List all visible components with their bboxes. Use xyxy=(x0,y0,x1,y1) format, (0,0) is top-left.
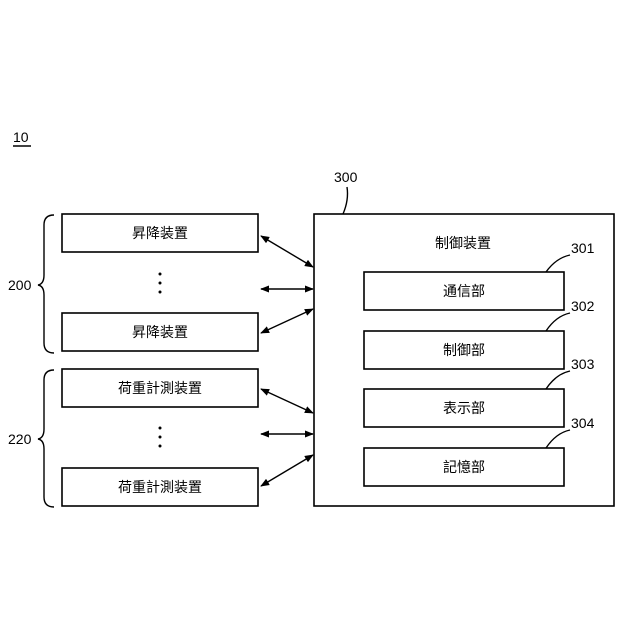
storage-unit-label: 記憶部 xyxy=(443,459,485,476)
lifting-device-top-label: 昇降装置 xyxy=(132,226,188,242)
control-unit-label: 制御部 xyxy=(443,343,485,359)
figure-number: 10 xyxy=(13,129,29,145)
load-measuring-device-top-label: 荷重計測装置 xyxy=(118,381,202,397)
ellipsis-dot xyxy=(159,282,162,285)
arrow-lifting-bottom-to-controller xyxy=(261,309,313,333)
lifting-device-bottom-label: 昇降装置 xyxy=(132,325,188,341)
display-unit-label: 表示部 xyxy=(443,401,485,417)
load-measuring-device-bottom-label: 荷重計測装置 xyxy=(118,480,202,496)
group-200-brace xyxy=(38,215,54,353)
arrow-load-bottom-to-controller xyxy=(261,455,313,486)
ellipsis-dot xyxy=(159,445,162,448)
unit-302-ref: 302 xyxy=(571,298,595,314)
controller-ref-leader xyxy=(343,187,348,214)
communication-unit-label: 通信部 xyxy=(443,284,485,300)
group-220-brace xyxy=(38,370,54,507)
unit-304-ref: 304 xyxy=(571,415,595,431)
arrow-load-top-to-controller xyxy=(261,389,313,413)
unit-301-ref: 301 xyxy=(571,240,595,256)
ellipsis-dot xyxy=(159,436,162,439)
ellipsis-dot xyxy=(159,427,162,430)
group-200-ref: 200 xyxy=(8,277,32,293)
ellipsis-dot xyxy=(159,273,162,276)
unit-303-ref: 303 xyxy=(571,356,595,372)
ellipsis-dot xyxy=(159,291,162,294)
controller-title: 制御装置 xyxy=(435,236,491,252)
group-220-ref: 220 xyxy=(8,431,32,447)
arrow-lifting-top-to-controller xyxy=(261,236,313,267)
controller-ref: 300 xyxy=(334,169,358,185)
